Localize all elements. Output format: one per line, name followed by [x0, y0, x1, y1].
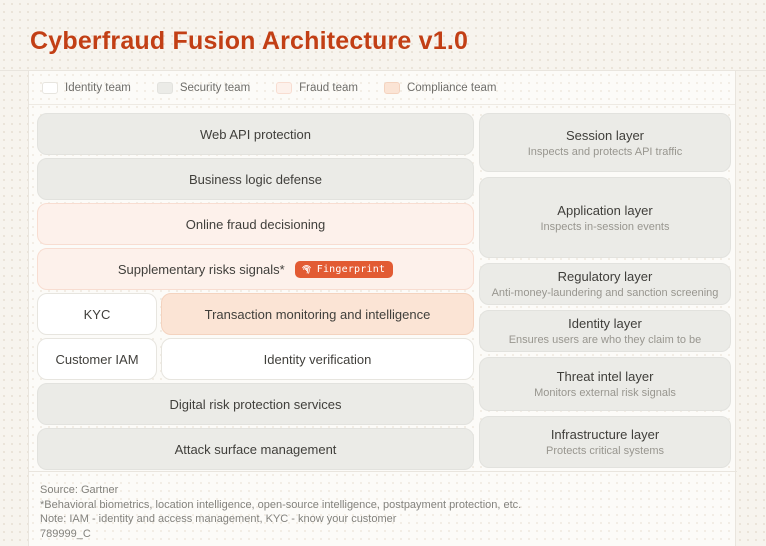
capability-label: Business logic defense: [189, 171, 322, 187]
capability-online-fraud-decisioning: Online fraud decisioning: [37, 203, 474, 245]
layer-session: Session layer Inspects and protects API …: [479, 113, 731, 172]
capability-row-iam-idv: Customer IAM Identity verification: [37, 338, 474, 380]
layer-title: Identity layer: [568, 316, 642, 331]
layer-subtitle: Anti-money-laundering and sanction scree…: [491, 287, 719, 299]
layer-threat-intel: Threat intel layer Monitors external ris…: [479, 357, 731, 411]
capability-label: Attack surface management: [174, 441, 337, 457]
legend-item-fraud-team: Fraud team: [276, 81, 358, 94]
layer-subtitle: Protects critical systems: [546, 445, 664, 457]
footer-divider: [28, 471, 737, 472]
capability-label: Customer IAM: [55, 351, 139, 367]
layer-regulatory: Regulatory layer Anti-money-laundering a…: [479, 263, 731, 305]
legend: Identity team Security team Fraud team C…: [29, 71, 735, 105]
capability-business-logic-defense: Business logic defense: [37, 158, 474, 200]
fingerprint-vendor-badge: Fingerprint: [294, 260, 394, 278]
legend-label: Security team: [179, 81, 251, 94]
capability-digital-risk-protection: Digital risk protection services: [37, 383, 474, 425]
capability-label: Web API protection: [199, 126, 312, 142]
capability-kyc: KYC: [37, 293, 157, 335]
legend-item-security-team: Security team: [156, 81, 251, 94]
legend-item-identity-team: Identity team: [42, 81, 131, 94]
legend-label: Compliance team: [406, 81, 497, 94]
header-divider: [0, 70, 766, 71]
capability-web-api-protection: Web API protection: [37, 113, 474, 155]
footer-source: Source: Gartner: [40, 484, 119, 496]
capability-label: Transaction monitoring and intelligence: [204, 306, 431, 322]
diagram-board: Web API protection Business logic defens…: [29, 105, 735, 470]
identity-team-swatch: [42, 81, 58, 94]
layer-title: Session layer: [565, 127, 645, 143]
capability-label: Digital risk protection services: [169, 396, 342, 412]
capability-label: Online fraud decisioning: [185, 216, 326, 232]
capability-customer-iam: Customer IAM: [37, 338, 157, 380]
layer-title: Application layer: [557, 202, 653, 218]
layer-title: Threat intel layer: [556, 369, 654, 384]
layer-identity: Identity layer Ensures users are who the…: [479, 310, 731, 352]
footer-doc-id: 789999_C: [40, 527, 91, 540]
layer-subtitle: Ensures users are who they claim to be: [508, 334, 702, 346]
footer-note: Note: IAM - identity and access manageme…: [40, 513, 397, 526]
capability-transaction-monitoring: Transaction monitoring and intelligence: [161, 293, 474, 335]
legend-item-compliance-team: Compliance team: [383, 81, 497, 94]
security-team-swatch: [156, 81, 173, 94]
layer-application: Application layer Inspects in-session ev…: [479, 177, 731, 258]
capability-label: KYC: [83, 306, 111, 322]
page-title: Cyberfraud Fusion Architecture v1.0: [30, 27, 469, 55]
architecture-panel: Identity team Security team Fraud team C…: [28, 71, 736, 546]
layer-infrastructure: Infrastructure layer Protects critical s…: [479, 416, 731, 468]
fingerprint-icon: [301, 264, 312, 275]
layer-subtitle: Inspects in-session events: [540, 220, 670, 233]
compliance-team-swatch: [383, 81, 400, 94]
capability-label: Supplementary risks signals*: [117, 261, 285, 277]
footer-footnote: *Behavioral biometrics, location intelli…: [40, 498, 522, 511]
layers-column: Session layer Inspects and protects API …: [479, 113, 731, 470]
capabilities-column: Web API protection Business logic defens…: [37, 113, 474, 470]
fraud-team-swatch: [276, 81, 293, 94]
capability-row-kyc-transaction: KYC Transaction monitoring and intellige…: [37, 293, 474, 335]
layer-subtitle: Monitors external risk signals: [534, 387, 676, 399]
layer-title: Regulatory layer: [557, 269, 653, 284]
capability-attack-surface-management: Attack surface management: [37, 428, 474, 470]
vendor-badge-label: Fingerprint: [316, 263, 386, 275]
layer-subtitle: Inspects and protects API traffic: [527, 145, 683, 158]
legend-label: Fraud team: [299, 81, 358, 94]
capability-label: Identity verification: [263, 351, 372, 367]
capability-supplementary-risks-signals: Supplementary risks signals* Fingerprint: [37, 248, 474, 290]
layer-title: Infrastructure layer: [550, 427, 660, 442]
capability-identity-verification: Identity verification: [161, 338, 474, 380]
footer: Source: Gartner *Behavioral biometrics, …: [40, 483, 521, 542]
legend-label: Identity team: [65, 81, 131, 94]
